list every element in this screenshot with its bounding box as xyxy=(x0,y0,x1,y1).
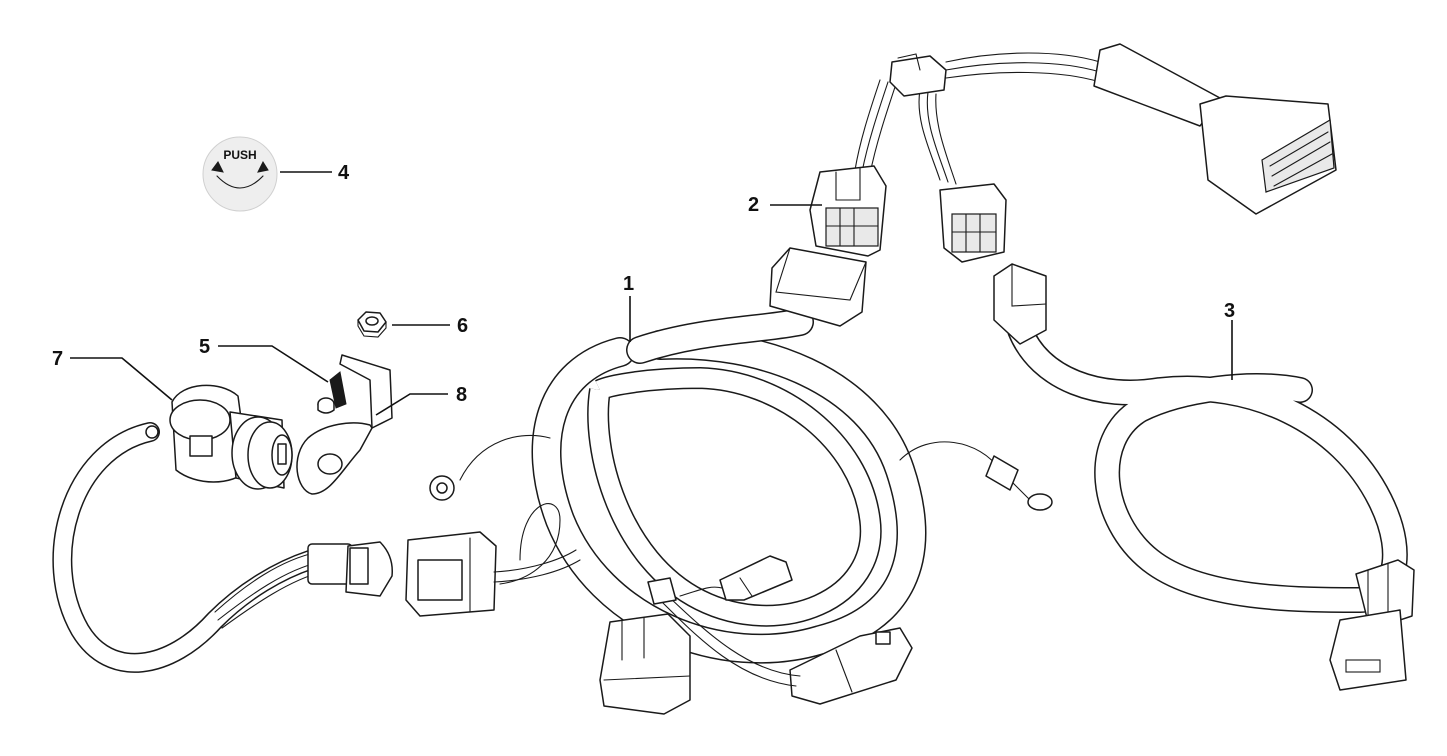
callout-8: 8 xyxy=(456,384,467,406)
leader-5 xyxy=(218,345,329,383)
extension-harness xyxy=(993,263,1415,691)
splitter-connectors xyxy=(809,43,1337,263)
arrow-right-icon xyxy=(257,160,269,173)
leader-7 xyxy=(70,357,173,401)
callout-3: 3 xyxy=(1224,300,1235,322)
callout-4: 4 xyxy=(338,162,350,184)
callout-2: 2 xyxy=(748,194,759,216)
main-harness xyxy=(405,247,1053,715)
leader-8 xyxy=(375,393,448,416)
leader-lines xyxy=(70,171,1233,416)
callout-7: 7 xyxy=(52,348,63,370)
bolt xyxy=(317,371,347,414)
bracket xyxy=(296,354,393,495)
ignition-switch xyxy=(52,384,393,673)
nut xyxy=(357,311,387,338)
callout-1: 1 xyxy=(623,273,634,295)
callout-6: 6 xyxy=(457,315,468,337)
callout-labels: 1 2 3 4 5 6 7 8 xyxy=(52,162,1235,406)
push-cap-text: PUSH xyxy=(223,148,256,162)
push-cap: PUSH xyxy=(202,136,278,212)
arrow-left-icon xyxy=(211,161,224,173)
callout-5: 5 xyxy=(199,336,210,358)
